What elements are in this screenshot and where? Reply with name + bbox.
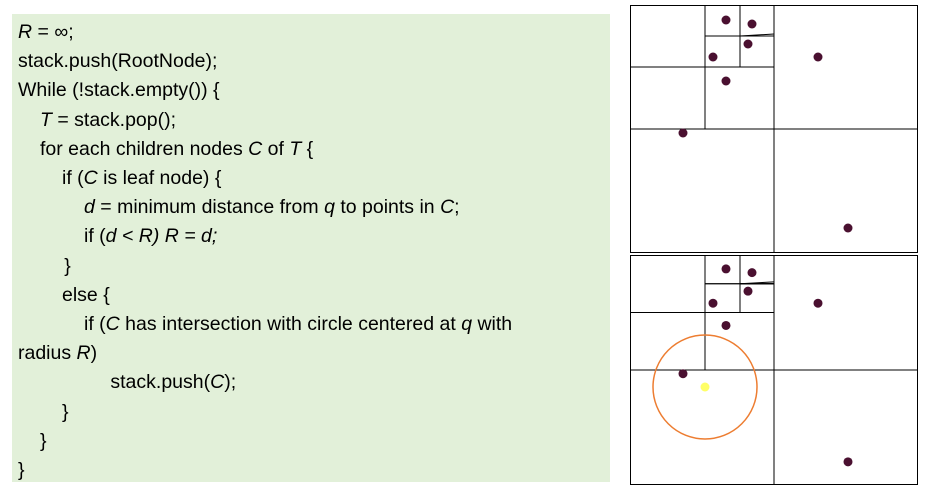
- query-point: [700, 382, 710, 392]
- code-text: if (: [84, 313, 106, 335]
- code-text: }: [40, 429, 47, 452]
- data-point: [678, 369, 688, 379]
- code-variable: C: [105, 313, 120, 335]
- data-point: [721, 76, 731, 86]
- partition-line: [739, 33, 775, 37]
- code-line: }: [40, 428, 47, 454]
- code-variable: R: [18, 21, 33, 43]
- search-radius-circle: [652, 334, 758, 440]
- code-text: {: [301, 137, 314, 160]
- code-line: stack.push(RootNode);: [18, 48, 217, 74]
- code-line: d = minimum distance from q to points in…: [84, 194, 460, 220]
- code-line: stack.push(C);: [110, 369, 236, 395]
- data-point: [743, 39, 753, 49]
- code-variable: R = d;: [164, 225, 218, 248]
- code-variable: d < R): [105, 225, 160, 248]
- data-point: [747, 19, 757, 29]
- code-line: R = ∞;: [18, 19, 74, 45]
- code-variable: T: [40, 108, 52, 131]
- code-text: = minimum distance from: [94, 196, 325, 219]
- code-line: }: [62, 399, 69, 425]
- code-line: if (d < R) R = d;: [84, 223, 217, 249]
- quadtree-diagram-top: [630, 5, 918, 253]
- code-line: While (!stack.empty()) {: [18, 77, 220, 103]
- code-variable: C: [440, 196, 455, 219]
- code-text: = stack.pop();: [51, 108, 177, 131]
- code-line: }: [18, 457, 25, 483]
- data-point: [721, 264, 731, 274]
- code-variable: T: [289, 137, 302, 160]
- data-point: [747, 268, 757, 278]
- pseudocode-panel: R = ∞; stack.push(RootNode); While (!stack…: [12, 14, 610, 482]
- quadtree-diagram-bottom: [630, 255, 918, 485]
- code-text: }: [62, 400, 69, 423]
- code-text: to points in: [334, 196, 441, 219]
- code-variable: C: [210, 371, 225, 394]
- data-point: [743, 286, 753, 296]
- code-variable: C: [248, 137, 263, 160]
- code-text: for each children nodes: [40, 137, 249, 160]
- data-point: [813, 52, 823, 62]
- code-text: if (: [84, 225, 106, 248]
- data-point: [843, 223, 853, 233]
- code-line: else {: [62, 282, 110, 308]
- code-variable: d: [84, 196, 95, 219]
- code-variable: R: [76, 342, 91, 365]
- code-text: else {: [62, 283, 110, 306]
- code-line: for each children nodes C of T {: [40, 136, 313, 162]
- code-variable: C: [83, 167, 98, 189]
- code-text: = ∞;: [32, 21, 74, 43]
- data-point: [721, 320, 731, 330]
- code-text: }: [18, 459, 25, 481]
- data-point: [678, 128, 688, 138]
- code-line: }: [64, 253, 71, 279]
- code-text: );: [224, 371, 237, 394]
- code-text: While (!stack.empty()) {: [18, 79, 220, 102]
- code-line: radius R): [18, 340, 97, 366]
- code-text: }: [64, 254, 71, 277]
- code-line: if (C has intersection with circle cente…: [84, 311, 512, 337]
- code-text: radius: [18, 342, 77, 365]
- data-point: [813, 298, 823, 308]
- code-text: stack.push(: [110, 371, 211, 394]
- code-variable: q: [324, 196, 335, 219]
- code-variable: q: [461, 313, 473, 335]
- data-point: [721, 15, 731, 25]
- code-text: if (: [62, 167, 84, 189]
- code-line: if (C is leaf node) {: [62, 165, 221, 191]
- code-text: of: [262, 137, 290, 160]
- code-text: with: [472, 313, 513, 335]
- code-text: ): [90, 342, 98, 365]
- code-text: ;: [454, 196, 460, 219]
- code-text: stack.push(RootNode);: [18, 50, 218, 73]
- code-line: T = stack.pop();: [40, 107, 176, 133]
- data-point: [708, 298, 718, 308]
- data-point: [843, 457, 853, 467]
- code-text: is leaf node) {: [97, 167, 222, 189]
- data-point: [708, 52, 718, 62]
- code-text: has intersection with circle centered at: [119, 313, 462, 335]
- partition-line: [739, 281, 775, 285]
